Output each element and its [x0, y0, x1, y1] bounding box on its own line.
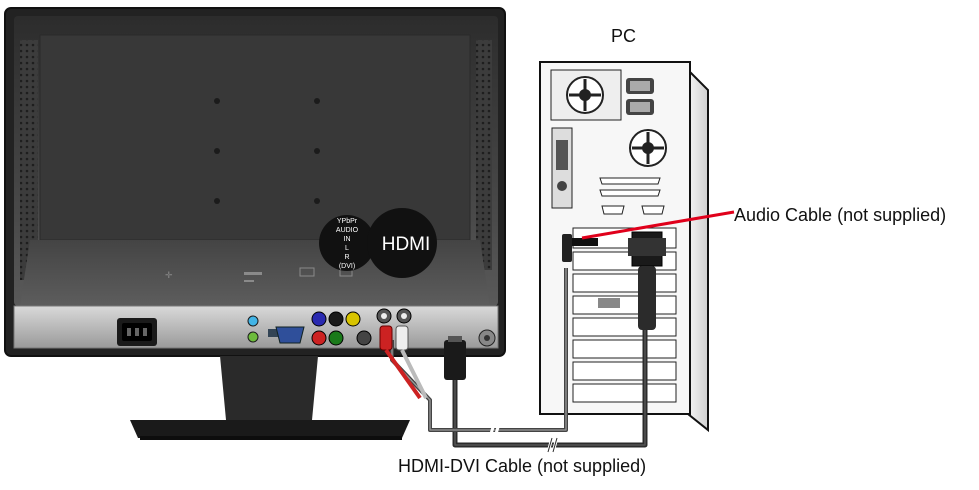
hdmi-dvi-cable [452, 231, 666, 453]
badge-line-3: IN [344, 236, 351, 243]
audio-jacks [247, 315, 259, 343]
audio-cable-label: Audio Cable (not supplied) [734, 205, 947, 225]
ps2-port [557, 181, 567, 191]
connector-strip [13, 305, 499, 349]
rca-jacks [376, 308, 496, 347]
case-fan [629, 129, 667, 167]
badge-line-1: YPbPr [337, 218, 358, 225]
svg-text:✛: ✛ [165, 270, 173, 280]
component-jacks [311, 311, 372, 346]
parallel-port [556, 140, 568, 170]
hdmi-badge-text: HDMI [382, 234, 431, 255]
hdmi-dvi-cable-label: HDMI-DVI Cable (not supplied) [398, 456, 647, 476]
monitor-left-vent [20, 40, 38, 280]
slot-card-port [598, 298, 620, 308]
vent-slots [599, 177, 665, 215]
audio-in-badge [319, 215, 375, 271]
vga-port-icon [268, 326, 305, 344]
vesa-holes [214, 98, 320, 204]
monitor: ✛ [4, 7, 506, 440]
badge-line-5: R [344, 254, 349, 261]
power-supply [550, 69, 654, 121]
badge-line-6: (DVI) [339, 263, 355, 270]
badge-line-2: AUDIO [336, 227, 359, 234]
audio-cable-leader-line [581, 210, 735, 240]
badge-line-4: L [345, 245, 349, 252]
hdmi-badge [367, 208, 437, 278]
audio-in-badge-text: YPbPr AUDIO IN L R (DVI) [336, 218, 359, 270]
monitor-stand [130, 356, 410, 440]
power-socket-icon [117, 318, 157, 346]
pc-label: PC [611, 26, 637, 46]
hdmi-plug-icon [444, 336, 466, 380]
monitor-right-vent [476, 40, 492, 270]
audio-cable [379, 234, 598, 438]
